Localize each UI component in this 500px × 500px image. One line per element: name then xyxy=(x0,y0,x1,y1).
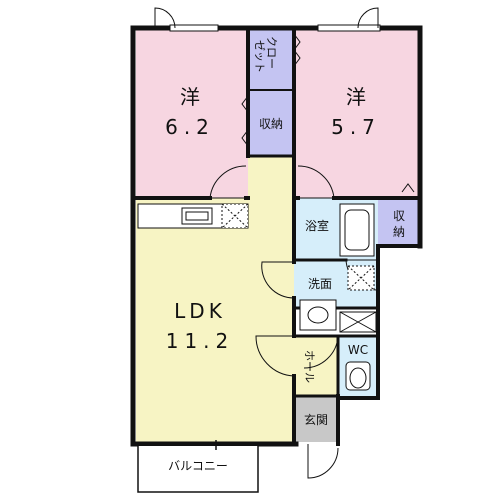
balcony xyxy=(137,440,259,493)
closet-fill xyxy=(248,30,294,90)
ldk-fill xyxy=(136,198,294,442)
toilet xyxy=(345,361,371,391)
hall-label: ホール xyxy=(303,350,316,383)
washroom-label: 洗面 xyxy=(308,277,332,291)
storage-left-label: 収納 xyxy=(259,117,283,131)
bathroom-label: 浴室 xyxy=(305,218,329,233)
walls xyxy=(130,25,423,447)
western-room-right-size: 5.7 xyxy=(331,115,381,139)
western-room-right-fill xyxy=(294,30,418,198)
storage-right-label-line1: 収 xyxy=(393,209,405,223)
ldk-label: LDK xyxy=(174,299,226,323)
washing-machine xyxy=(347,265,375,291)
bathtub xyxy=(339,203,375,257)
closet-label-line1: クロー xyxy=(265,36,278,69)
western-room-left-fill xyxy=(136,30,248,198)
ldk-upper-fill xyxy=(248,156,294,198)
storage-right-fill xyxy=(378,198,418,246)
western-room-left-label: 洋 xyxy=(180,85,200,109)
kitchen-counter xyxy=(137,203,249,229)
western-room-left-size: 6.2 xyxy=(165,115,215,139)
ldk-size: 11.2 xyxy=(166,329,235,353)
storage-left-fill xyxy=(248,90,294,156)
storage-right-label-line2: 納 xyxy=(393,225,405,239)
shoe-cabinet xyxy=(339,311,377,333)
storage-right-door xyxy=(401,183,415,193)
top-windows xyxy=(169,24,381,32)
balcony-label: バルコニー xyxy=(168,459,228,473)
western-room-right-label: 洋 xyxy=(346,85,366,109)
entrance-label: 玄関 xyxy=(304,412,328,427)
wash-basin xyxy=(299,299,337,331)
entrance-fill xyxy=(294,396,338,442)
closet-label-line2: ゼット xyxy=(253,40,266,73)
wc-label: WC xyxy=(348,343,368,357)
